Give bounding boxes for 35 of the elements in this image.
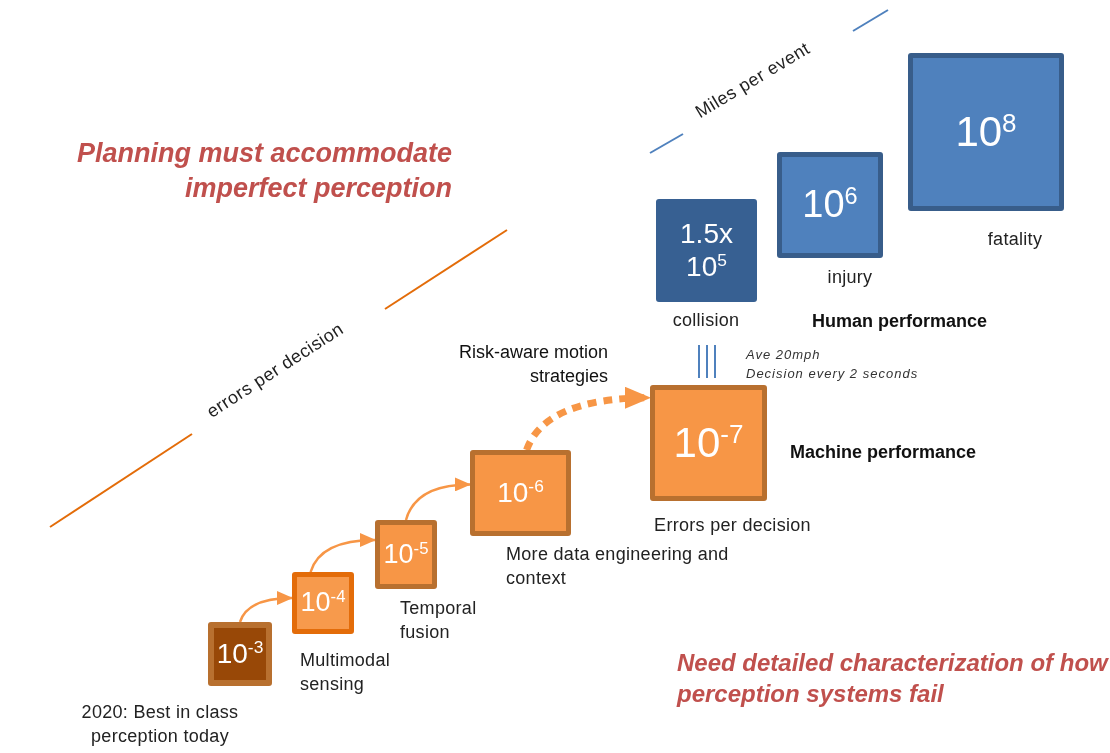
value-box [908,53,1064,211]
value-text: 10$^{-3}$ [215,637,265,671]
value-text: 10$^{8}$ [954,107,1018,157]
box-caption: More data engineering and context [506,543,730,590]
box-caption: Errors per decision [653,514,812,537]
note-text: Decision every 2 seconds [746,366,919,381]
arrow [238,591,293,623]
value-text: 10$^{-7}$ [672,418,745,468]
arrow [404,477,471,521]
value-box [375,520,437,589]
box-caption: 2020: Best in class perception today [80,701,240,748]
value-text: 1.5x 10$^{5}$ [679,218,734,283]
value-box [208,622,272,686]
box-caption: Multimodal sensing [300,649,392,696]
group-heading: Human performance [812,311,988,332]
value-box [777,152,883,258]
value-box [470,450,571,536]
value-text: 10$^{6}$ [801,183,859,227]
box-caption: collision [671,309,741,332]
value-text: 10$^{-6}$ [496,476,545,510]
note-text: Need detailed characterization of how perception systems fail [677,648,1110,710]
group-heading: Machine performance [790,442,977,463]
value-text: 10$^{-5}$ [382,538,430,571]
box-caption: injury [826,266,874,289]
note-text: Planning must accommodate imperfect perception [75,137,452,206]
box-caption: Temporal fusion [400,597,478,644]
arrow [309,533,376,573]
value-box [292,572,354,634]
value-text: 10$^{-4}$ [299,587,347,619]
value-box [656,199,757,302]
box-caption: fatality [986,228,1044,251]
value-box [650,385,767,501]
arrow [523,387,651,452]
edge-label: Risk-aware motion strategies [457,341,608,388]
note-text: Ave 20mph [746,347,821,362]
